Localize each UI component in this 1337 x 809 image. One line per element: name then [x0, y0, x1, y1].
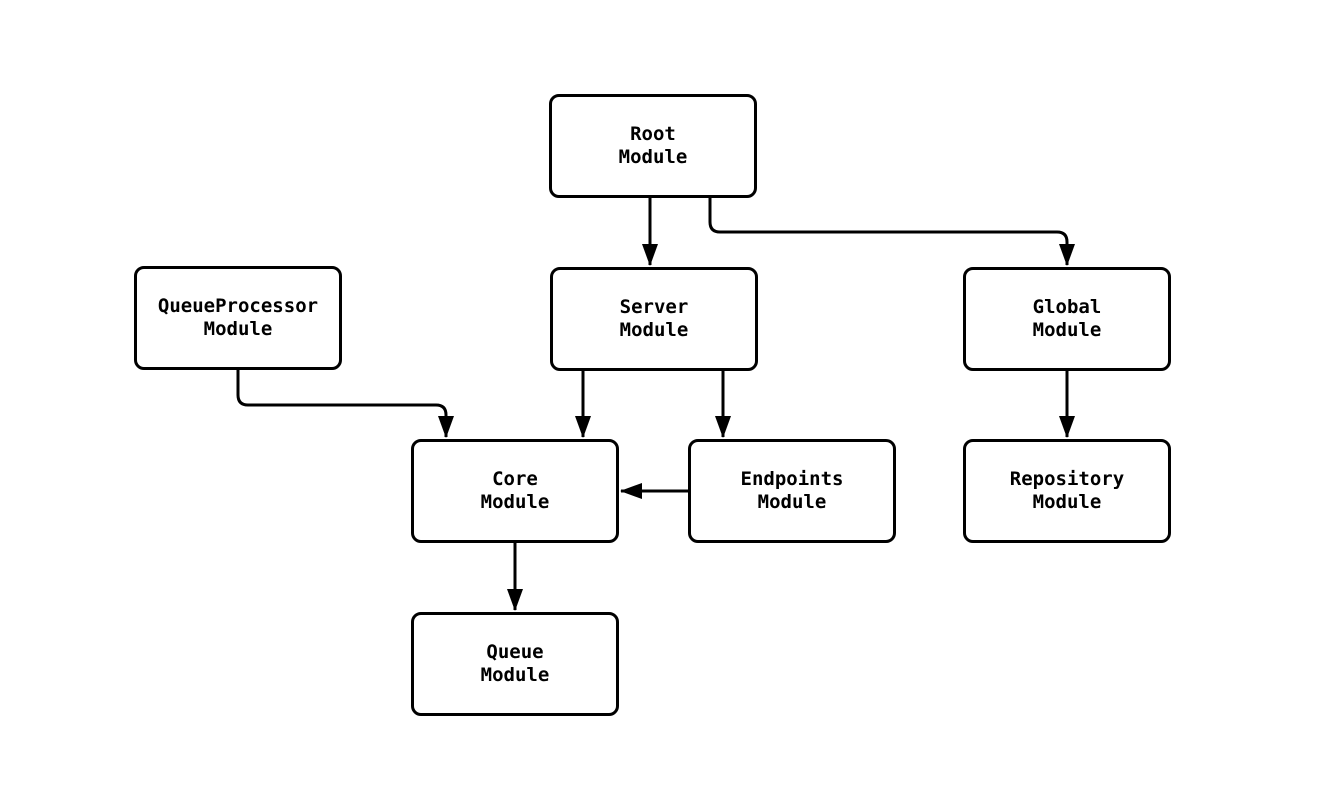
node-server: Server Module [550, 267, 758, 371]
node-repository: Repository Module [963, 439, 1171, 543]
node-queue: Queue Module [411, 612, 619, 716]
edge-root-to-global [708, 198, 1075, 266]
node-server-label: Server Module [619, 296, 689, 341]
node-root-label: Root Module [618, 123, 688, 168]
node-root: Root Module [549, 94, 757, 198]
node-queue-label: Queue Module [480, 641, 550, 686]
node-core-label: Core Module [480, 468, 550, 513]
node-queueprocessor-label: QueueProcessor Module [157, 295, 319, 340]
node-endpoints: Endpoints Module [688, 439, 896, 543]
node-repository-label: Repository Module [1009, 468, 1125, 513]
edge-queueprocessor-to-core [236, 370, 454, 438]
node-global-label: Global Module [1032, 296, 1102, 341]
node-global: Global Module [963, 267, 1171, 371]
node-queueprocessor: QueueProcessor Module [134, 266, 342, 370]
node-core: Core Module [411, 439, 619, 543]
node-endpoints-label: Endpoints Module [740, 468, 844, 513]
